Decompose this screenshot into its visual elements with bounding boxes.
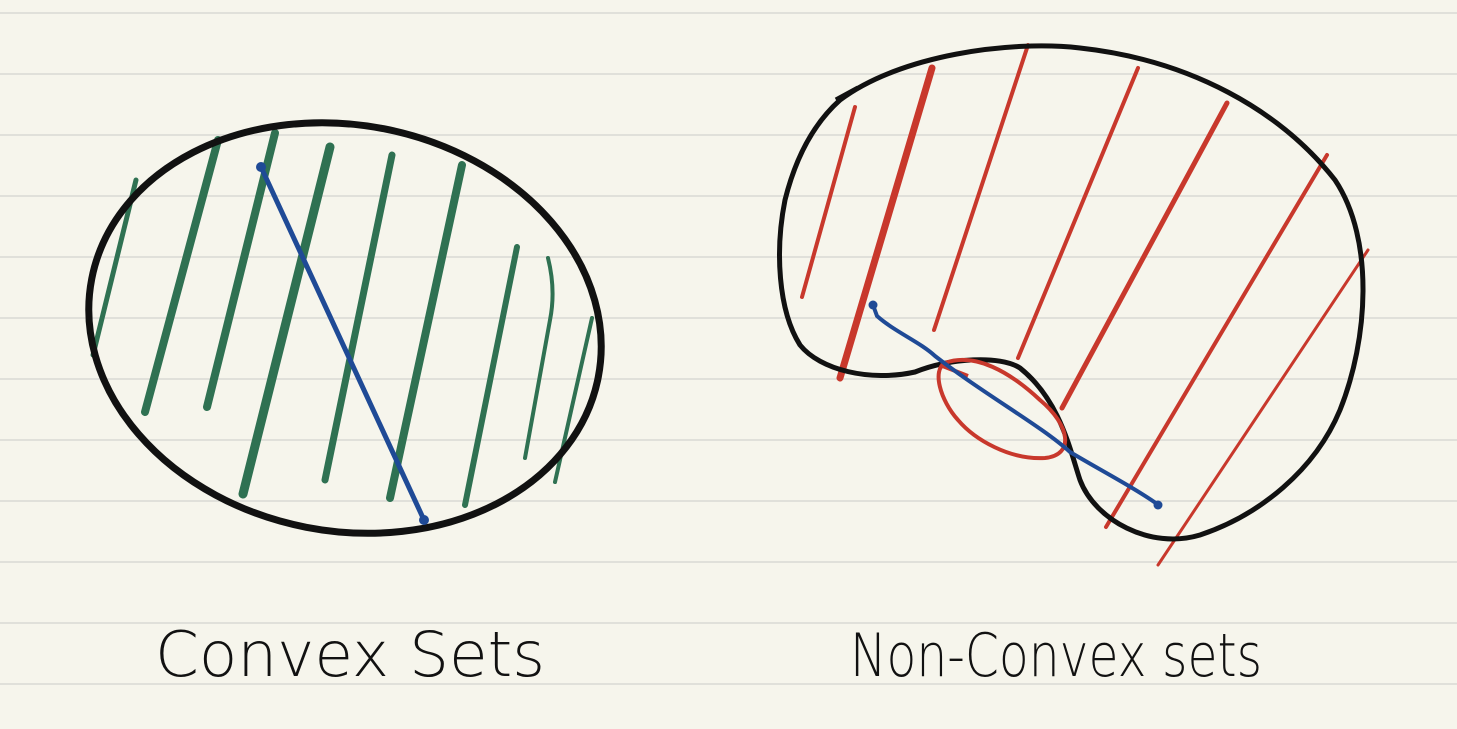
convex-segment xyxy=(258,164,427,523)
non-convex-set-figure xyxy=(777,43,1370,567)
convex-segment-start-dot xyxy=(256,162,266,172)
nonconvex-segment xyxy=(871,303,1162,508)
convex-sets-caption: Convex Sets xyxy=(155,618,545,691)
non-convex-sets-caption: Non-Convex sets xyxy=(850,621,1262,691)
nonconvex-segment-end-dot xyxy=(1153,500,1163,510)
nonconvex-hatch-lines xyxy=(800,43,1370,567)
convex-hatch-lines xyxy=(90,129,594,508)
convex-segment-end-dot xyxy=(419,515,429,525)
nonconvex-segment-start-dot xyxy=(868,300,878,310)
non-convex-set-outline xyxy=(777,43,1366,542)
convex-set-figure xyxy=(85,119,605,537)
convex-set-outline xyxy=(85,119,605,537)
